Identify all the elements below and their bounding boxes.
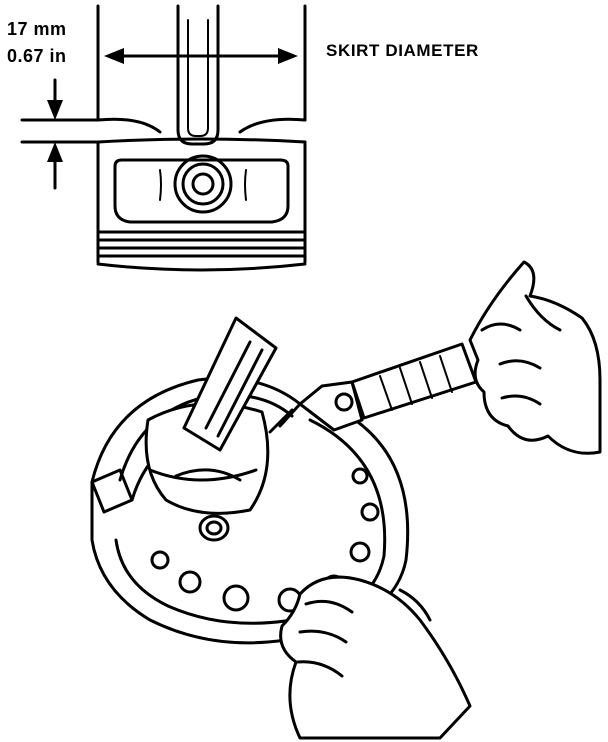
dimension-mm-label: 17 mm (7, 19, 67, 39)
skirt-diameter-label: SKIRT DIAMETER (326, 41, 479, 60)
dimension-in-label: 0.67 in (7, 46, 67, 66)
